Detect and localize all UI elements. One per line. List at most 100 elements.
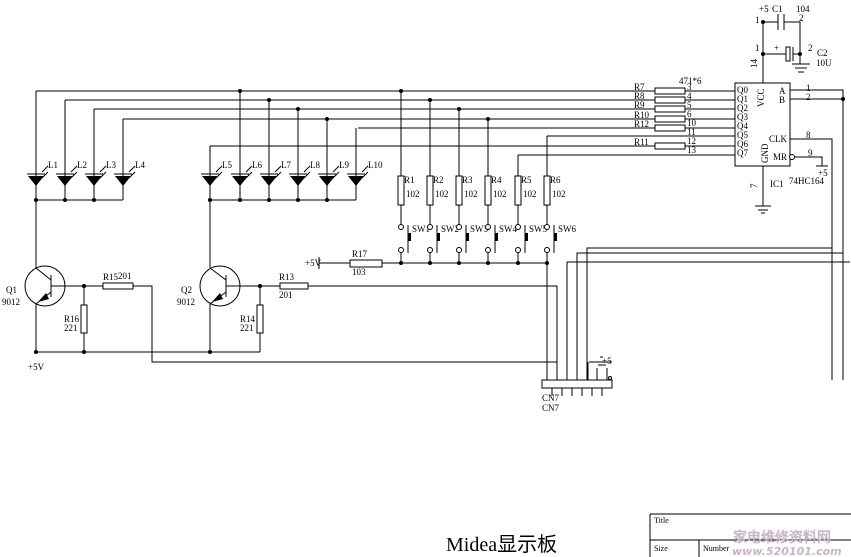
key-resistor-value: 102: [493, 189, 507, 199]
c2-plus: +: [774, 43, 779, 53]
key-resistor: [455, 175, 463, 206]
c1-label: C1: [772, 4, 783, 14]
led-label: L2: [77, 160, 87, 170]
series-resistor-label: R11: [634, 137, 649, 147]
r17-supply: +5V: [305, 258, 322, 268]
switch-contact: [544, 247, 550, 253]
r16-label: R16: [64, 314, 80, 324]
led-icon: [290, 176, 306, 186]
ic-pin-number: 11: [687, 127, 696, 137]
ic-pin-number: 5: [687, 100, 692, 110]
titleblock-size: Size: [654, 544, 668, 553]
r15-value: 201: [118, 271, 132, 281]
r17-value: 103: [352, 267, 366, 277]
vcc-pin-label: VCC: [756, 88, 766, 107]
r17-label: R17: [352, 249, 368, 259]
r17-resistor: [349, 259, 383, 268]
pushbutton-actuator: [437, 233, 440, 241]
ic-pin-label: Q6: [737, 139, 748, 149]
ic-pin-label: Q7: [737, 148, 748, 158]
key-resistor-value: 102: [464, 189, 478, 199]
pin-a-label: A: [779, 86, 786, 96]
ic-74hc164: 14 VCC GND Q03Q14Q25Q36Q410Q511Q612Q713 …: [687, 59, 845, 380]
light-arrow-icon: [70, 165, 78, 179]
led-label: L5: [222, 160, 232, 170]
pin-vcc: 14: [749, 59, 759, 69]
ic-part: 74HC164: [789, 176, 825, 186]
ic-pin-label: Q3: [737, 112, 748, 122]
gnd-pin-label: GND: [760, 143, 770, 163]
pin-2: 2: [806, 92, 811, 102]
ic-pin-number: 13: [687, 145, 697, 155]
led-icon: [319, 176, 335, 186]
led-icon: [261, 176, 277, 186]
cn7-label-2: CN7: [542, 403, 560, 413]
pin-b-label: B: [779, 95, 785, 105]
switch-contact: [398, 224, 404, 230]
series-resistor-label: R12: [634, 119, 649, 129]
pin-mr-label: MR: [773, 152, 787, 162]
r13-value: 201: [279, 290, 293, 300]
ic-pin-label: Q5: [737, 130, 748, 140]
switch-label: SW1: [412, 224, 430, 234]
series-resistor: [654, 142, 686, 150]
vcc-label: +5: [759, 4, 769, 14]
switch-contact: [544, 224, 550, 230]
c2-label: C2: [817, 48, 828, 58]
q2-transistor: Q2 9012 R13 201 R14 221: [177, 265, 558, 362]
key-resistor-value: 102: [523, 189, 537, 199]
ic-pin-number: 12: [687, 136, 696, 146]
led-icon: [28, 176, 44, 186]
series-resistor-label: R7: [634, 82, 645, 92]
r14-label: R14: [240, 314, 256, 324]
supply-label: +5V: [28, 362, 45, 372]
r15-label: R15: [103, 272, 119, 282]
light-arrow-icon: [41, 165, 49, 179]
r14-value: 221: [240, 323, 254, 333]
key-resistor: [484, 175, 492, 206]
led-label: L1: [48, 160, 58, 170]
key-resistor: [514, 175, 522, 206]
key-resistor-label: R6: [550, 175, 561, 185]
r13-label: R13: [279, 272, 295, 282]
series-resistor: [654, 124, 686, 132]
switch-contact: [515, 224, 521, 230]
light-arrow-icon: [215, 165, 223, 179]
q2-label: Q2: [181, 285, 192, 295]
led-icon: [232, 176, 248, 186]
ic-pin-label: Q4: [737, 121, 748, 131]
switch-contact: [427, 224, 433, 230]
switch-contact: [515, 247, 521, 253]
pushbutton-actuator: [495, 233, 498, 241]
switch-contact: [485, 224, 491, 230]
light-arrow-icon: [361, 165, 369, 179]
pin-1: 1: [806, 83, 811, 93]
q1-part: 9012: [2, 297, 20, 307]
series-resistor-label: R10: [634, 110, 650, 120]
ic-pin-number: 6: [687, 109, 692, 119]
led-label: L10: [368, 160, 383, 170]
decoupling-capacitors: +5 C1 104 1 2 1 + 2 C2 10U: [755, 4, 832, 83]
series-resistor-label: R8: [634, 91, 645, 101]
series-resistor: [654, 96, 686, 104]
switch-contact: [456, 247, 462, 253]
q1-label: Q1: [6, 285, 17, 295]
titleblock-number: Number: [703, 544, 730, 553]
led-label: L6: [252, 160, 262, 170]
pushbutton-actuator: [554, 233, 557, 241]
key-matrix: R1102SW1R2102SW2R3102SW3R4102SW4R5102SW5…: [397, 175, 577, 265]
switch-contact: [398, 247, 404, 253]
cn7-connector: +5 CN7 CN7: [541, 247, 850, 413]
light-arrow-icon: [99, 165, 107, 179]
key-resistor-label: R2: [433, 175, 444, 185]
key-resistor-label: R5: [521, 175, 532, 185]
switch-label: SW3: [470, 224, 489, 234]
board-title: Midea显示板: [446, 533, 557, 556]
series-resistor-label: R9: [634, 100, 645, 110]
q1-transistor: Q1 9012 R15 201 R16 221 +5V: [2, 265, 558, 380]
switch-label: SW6: [558, 224, 577, 234]
key-resistor-label: R1: [404, 175, 415, 185]
key-resistor-label: R4: [491, 175, 502, 185]
